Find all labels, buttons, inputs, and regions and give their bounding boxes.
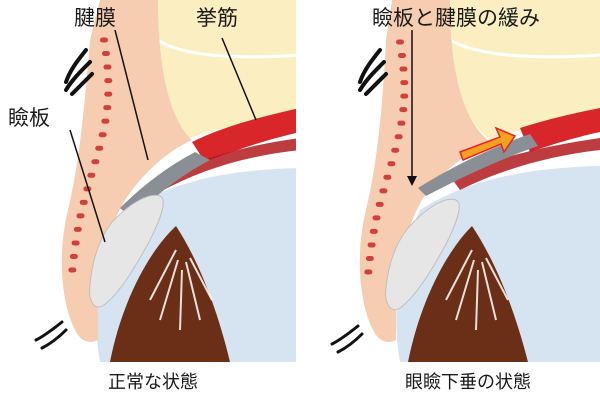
levator-muscle bbox=[192, 108, 300, 162]
panel-ptosis bbox=[330, 0, 600, 362]
orbital-fat bbox=[158, 0, 300, 138]
gland-dot bbox=[391, 147, 400, 153]
gland-dot bbox=[79, 199, 88, 205]
eyelashes-upper bbox=[64, 48, 94, 96]
label-ptosis-cause: 瞼板と腱膜の緩み bbox=[372, 6, 540, 30]
gland-dot bbox=[69, 253, 78, 259]
gland-dot bbox=[104, 91, 113, 97]
gland-dot bbox=[397, 53, 406, 59]
iris bbox=[110, 226, 230, 362]
gland-dot bbox=[73, 226, 82, 232]
orbit-rim bbox=[157, 38, 300, 59]
leader-arrowhead bbox=[407, 176, 417, 186]
gland-dot bbox=[399, 107, 408, 113]
eyelashes-lower bbox=[330, 324, 364, 354]
panel-normal bbox=[34, 0, 300, 362]
gland-dot bbox=[383, 174, 392, 180]
gland-dot bbox=[365, 255, 374, 261]
orbit-rim bbox=[449, 38, 600, 59]
eyelid-skin bbox=[61, 0, 192, 342]
gland-dot bbox=[397, 120, 406, 126]
leader-lines-left bbox=[69, 29, 257, 243]
gland-dot bbox=[100, 37, 108, 43]
levator-muscle-lower bbox=[150, 138, 300, 192]
gland-dot bbox=[387, 161, 396, 167]
gland-dot bbox=[104, 78, 113, 84]
gland-dot bbox=[400, 80, 409, 86]
gland-dot bbox=[400, 93, 409, 99]
slack-arrow bbox=[459, 126, 517, 161]
iris bbox=[408, 226, 528, 362]
label-tarsus: 瞼板 bbox=[8, 106, 50, 130]
iris-fibers bbox=[149, 249, 213, 331]
gland-dot bbox=[101, 51, 110, 57]
gland-dot bbox=[372, 215, 381, 221]
label-levator: 挙筋 bbox=[196, 6, 238, 30]
gland-dot bbox=[103, 64, 112, 70]
caption-normal: 正常な状態 bbox=[108, 372, 198, 393]
eyelashes-upper bbox=[358, 48, 388, 96]
gland-dots-normal bbox=[68, 37, 113, 273]
gland-dot bbox=[76, 213, 85, 219]
gland-dot bbox=[71, 240, 80, 246]
levator-muscle bbox=[520, 108, 600, 152]
gland-dot bbox=[98, 132, 107, 138]
gland-dot bbox=[101, 118, 110, 124]
gland-dot bbox=[375, 201, 384, 207]
gland-dot bbox=[396, 39, 404, 45]
gland-dot bbox=[364, 269, 373, 275]
tarsal-plate bbox=[89, 194, 164, 308]
gland-dot bbox=[367, 242, 376, 248]
gland-dot bbox=[369, 228, 378, 234]
orbital-fat bbox=[450, 0, 600, 140]
gland-dot bbox=[87, 172, 96, 178]
gland-dot bbox=[103, 105, 112, 111]
gland-dot bbox=[399, 66, 408, 72]
iris-fibers bbox=[445, 249, 509, 331]
tarsal-plate bbox=[385, 198, 460, 310]
aponeurosis-loose bbox=[418, 134, 538, 196]
gland-dot bbox=[91, 159, 100, 165]
levator-muscle-lower bbox=[450, 138, 600, 190]
caption-ptosis: 眼瞼下垂の状態 bbox=[405, 372, 531, 393]
gland-dots-ptosis bbox=[364, 39, 409, 275]
eyelashes-lower bbox=[34, 320, 68, 350]
panel-gap bbox=[296, 0, 304, 362]
gland-dot bbox=[68, 267, 77, 273]
label-aponeurosis: 腱膜 bbox=[74, 6, 116, 30]
gland-dot bbox=[394, 134, 403, 140]
gland-dot bbox=[379, 188, 388, 194]
gland-dot bbox=[95, 145, 104, 151]
